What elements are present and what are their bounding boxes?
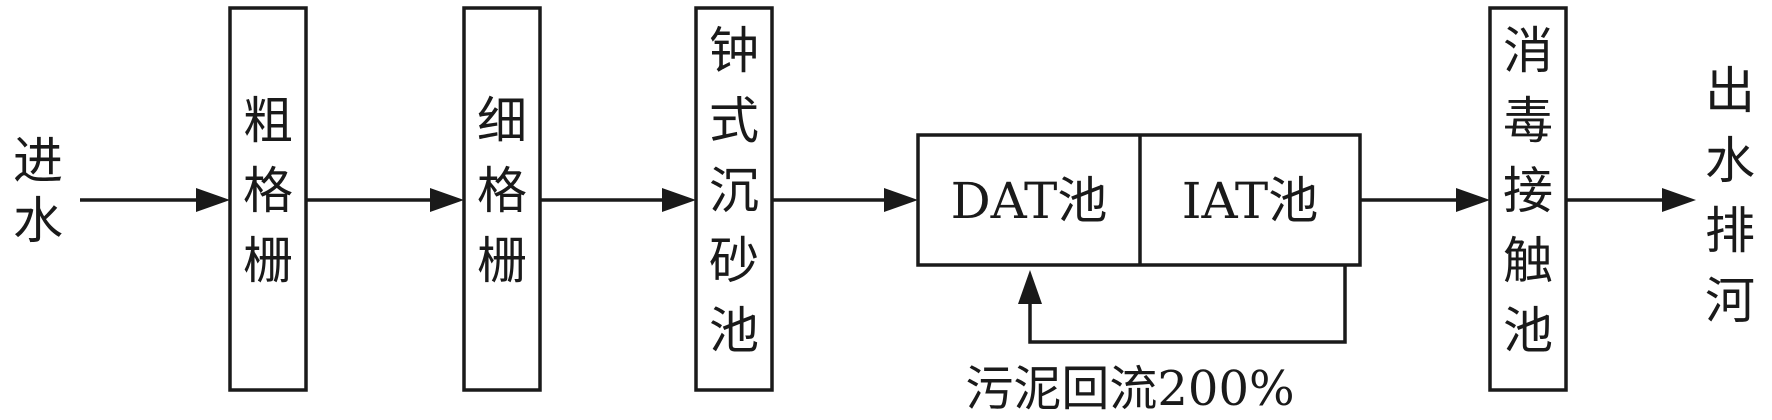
inlet-char: 进 (13, 132, 63, 190)
arrow-coarse-to-fine (306, 188, 464, 212)
outlet-char: 河 (1705, 272, 1755, 330)
fine-screen-box: 细 格 栅 (462, 6, 542, 392)
sludge-recycle-label: 污泥回流200% (965, 361, 1294, 417)
disinfection-char: 消 (1503, 22, 1553, 80)
sludge-recycle-loop (1018, 265, 1347, 344)
arrow-grit-to-dat (772, 188, 918, 212)
fine-screen-char: 格 (477, 162, 527, 220)
arrow-fine-to-grit (540, 188, 696, 212)
coarse-screen-char: 格 (243, 162, 293, 220)
grit-chamber-char: 式 (709, 92, 759, 150)
outlet-label: 出 水 排 河 (1705, 62, 1755, 330)
outlet-char: 水 (1705, 132, 1755, 190)
fine-screen-char: 栅 (477, 232, 527, 290)
grit-chamber-char: 钟 (709, 22, 759, 80)
disinfection-char: 毒 (1503, 92, 1553, 150)
outlet-char: 出 (1705, 62, 1755, 120)
dat-tank-label: DAT池 (951, 172, 1108, 230)
grit-chamber-char: 沉 (709, 162, 759, 220)
inlet-char: 水 (13, 192, 63, 250)
inlet-label: 进 水 (13, 132, 63, 250)
iat-tank-label: IAT池 (1182, 172, 1318, 230)
grit-chamber-char: 池 (709, 302, 759, 360)
arrow-iat-to-disinfection (1360, 188, 1490, 212)
arrow-inlet-to-coarse (80, 188, 230, 212)
disinfection-char: 池 (1503, 302, 1553, 360)
grit-chamber-box: 钟 式 沉 砂 池 (694, 6, 774, 392)
coarse-screen-char: 粗 (243, 92, 293, 150)
fine-screen-char: 细 (477, 92, 527, 150)
coarse-screen-box: 粗 格 栅 (228, 6, 308, 392)
arrow-disinfection-to-outlet (1566, 188, 1696, 212)
disinfection-char: 接 (1503, 162, 1553, 220)
dat-iat-box: DAT池 IAT池 (916, 133, 1362, 267)
disinfection-box: 消 毒 接 触 池 (1488, 6, 1568, 392)
outlet-char: 排 (1705, 202, 1755, 260)
disinfection-char: 触 (1503, 232, 1553, 290)
grit-chamber-char: 砂 (709, 232, 759, 290)
coarse-screen-char: 栅 (243, 232, 293, 290)
